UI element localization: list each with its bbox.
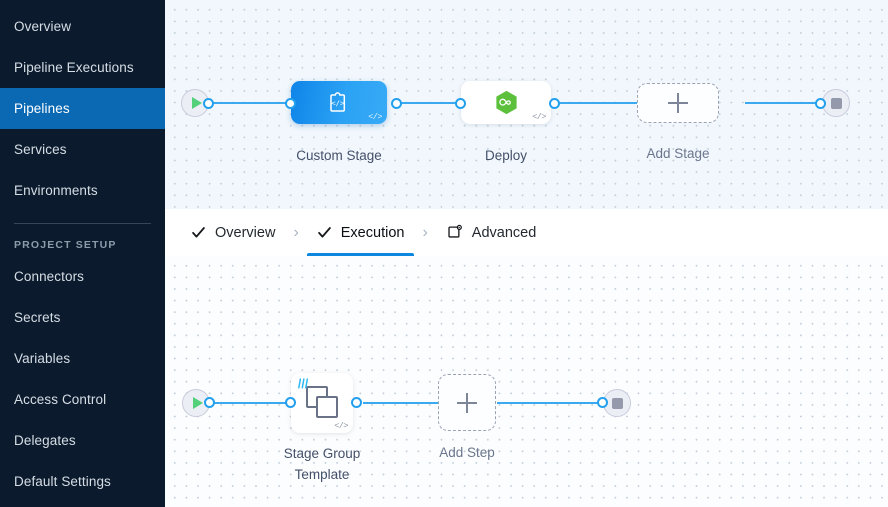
- execution-end-input-port[interactable]: [597, 397, 608, 408]
- edge-deploy-to-add: [557, 102, 649, 104]
- sidebar-item-label: Pipeline Executions: [14, 60, 134, 75]
- harness-deploy-icon: [495, 90, 517, 115]
- stage-graph-canvas[interactable]: </> </> Custom Stage </>: [165, 0, 888, 209]
- plus-icon: [457, 392, 477, 413]
- deploy-output-port[interactable]: [549, 98, 560, 109]
- add-stage-label: Add Stage: [646, 146, 710, 161]
- code-badge[interactable]: </>: [532, 112, 546, 122]
- pipeline-end-node[interactable]: [822, 89, 850, 117]
- sidebar-item-label: Environments: [14, 183, 98, 198]
- edge-add-step-to-end: [497, 402, 603, 404]
- sidebar-item-delegates[interactable]: Delegates: [0, 420, 165, 461]
- edge-template-to-add-step: [363, 402, 455, 404]
- stage-node-custom-stage[interactable]: </> </>: [291, 81, 387, 124]
- play-icon: [192, 397, 203, 409]
- sidebar-item-secrets[interactable]: Secrets: [0, 297, 165, 338]
- code-badge[interactable]: </>: [334, 421, 348, 431]
- sidebar-item-label: Secrets: [14, 310, 61, 325]
- sidebar-section-project-setup: PROJECT SETUP: [14, 239, 117, 251]
- custom-stage-input-port[interactable]: [285, 98, 296, 109]
- execution-graph-canvas[interactable]: </> Stage Group Template Add Step: [165, 256, 888, 507]
- edge-add-to-end: [745, 102, 821, 104]
- tab-separator-2: ›: [422, 223, 428, 241]
- edge-start-to-custom: [205, 102, 327, 104]
- edge-custom-to-deploy: [393, 102, 467, 104]
- custom-stage-output-port[interactable]: [391, 98, 402, 109]
- execution-start-output-port[interactable]: [204, 397, 215, 408]
- start-output-port[interactable]: [203, 98, 214, 109]
- sidebar-item-label: Pipelines: [14, 101, 70, 116]
- tab-overview[interactable]: Overview: [177, 209, 289, 256]
- stop-icon: [830, 97, 842, 109]
- advanced-settings-icon: [448, 224, 462, 238]
- svg-text:</>: </>: [331, 98, 345, 107]
- stage-label-custom-stage: Custom Stage: [296, 148, 382, 163]
- add-step-button[interactable]: [438, 374, 496, 431]
- execution-graph: </> Stage Group Template Add Step: [165, 256, 888, 507]
- check-icon: [192, 227, 205, 238]
- sidebar-item-pipeline-executions[interactable]: Pipeline Executions: [0, 47, 165, 88]
- sidebar-item-variables[interactable]: Variables: [0, 338, 165, 379]
- sidebar-item-label: Access Control: [14, 392, 107, 407]
- check-icon: [317, 227, 331, 238]
- tab-label: Execution: [340, 224, 405, 241]
- template-marker-icon: [298, 378, 309, 389]
- sidebar-item-access-control[interactable]: Access Control: [0, 379, 165, 420]
- template-output-port[interactable]: [351, 397, 362, 408]
- sidebar-item-environments[interactable]: Environments: [0, 170, 165, 211]
- sidebar-divider: [14, 223, 151, 224]
- stage-label-deploy: Deploy: [484, 148, 528, 163]
- stop-icon: [611, 397, 623, 409]
- edge-start-to-template: [205, 402, 327, 404]
- custom-stage-icon: </>: [330, 91, 346, 112]
- sidebar-item-label: Delegates: [14, 433, 76, 448]
- sidebar-item-label: Default Settings: [14, 474, 111, 489]
- left-sidebar: Overview Pipeline Executions Pipelines S…: [0, 0, 165, 507]
- stage-config-tabbar: Overview › Execution › Advanced: [165, 209, 888, 256]
- sidebar-item-label: Overview: [14, 19, 72, 34]
- main-content: </> </> Custom Stage </>: [165, 0, 888, 507]
- stage-group-template-icon: [306, 386, 338, 418]
- tab-label: Overview: [215, 224, 276, 241]
- play-icon: [191, 97, 202, 109]
- step-label-stage-group-template: Stage Group Template: [283, 446, 361, 482]
- sidebar-item-default-settings[interactable]: Default Settings: [0, 461, 165, 502]
- deploy-input-port[interactable]: [455, 98, 466, 109]
- code-badge[interactable]: </>: [368, 112, 382, 122]
- end-input-port[interactable]: [815, 98, 826, 109]
- template-input-port[interactable]: [285, 397, 296, 408]
- sidebar-item-label: Services: [14, 142, 67, 157]
- tab-advanced[interactable]: Advanced: [432, 209, 551, 256]
- sidebar-item-overview[interactable]: Overview: [0, 6, 165, 47]
- sidebar-item-label: Connectors: [14, 269, 85, 284]
- tab-separator-1: ›: [293, 223, 299, 241]
- add-stage-button[interactable]: [637, 83, 719, 123]
- sidebar-item-services[interactable]: Services: [0, 129, 165, 170]
- sidebar-item-connectors[interactable]: Connectors: [0, 256, 165, 297]
- tab-label: Advanced: [471, 224, 537, 241]
- step-node-stage-group-template[interactable]: </>: [291, 373, 353, 433]
- stage-node-deploy[interactable]: </>: [461, 81, 551, 124]
- add-step-label: Add Step: [439, 445, 495, 460]
- plus-icon: [668, 93, 688, 113]
- tab-execution[interactable]: Execution: [303, 209, 419, 256]
- stage-graph: </> </> Custom Stage </>: [165, 0, 888, 209]
- sidebar-item-label: Variables: [14, 351, 71, 366]
- sidebar-item-pipelines[interactable]: Pipelines: [0, 88, 165, 129]
